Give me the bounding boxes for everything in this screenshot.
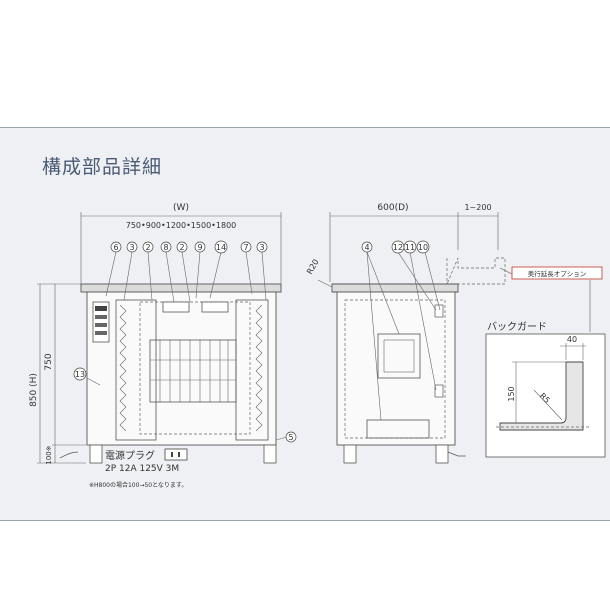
callout-13: 13 [75, 370, 85, 379]
radius-leader [317, 279, 333, 288]
side-left-foot [343, 444, 357, 464]
right-gasket [255, 304, 263, 432]
front-right-foot [263, 444, 277, 464]
plug-spec: 2P 12A 125V 3M [105, 464, 179, 474]
extension-label: 1~200 [464, 203, 491, 212]
left-door-frame [115, 299, 157, 441]
side-cabinet-body [336, 291, 456, 446]
front-cabinet-body [86, 291, 277, 446]
side-callouts: 4 12 11 10 [361, 240, 441, 421]
back-guard-box [485, 333, 606, 458]
dim-150: 150 [507, 386, 516, 401]
width-label: (W) [173, 203, 189, 213]
option-label-box [511, 266, 603, 280]
option-leader [499, 267, 513, 275]
left-handle [162, 301, 190, 313]
callout-5: 5 [288, 433, 293, 442]
inner-cavity [139, 301, 251, 435]
left-gasket [119, 304, 127, 432]
control-button-row [95, 323, 107, 327]
side-fitting-mid [434, 384, 444, 398]
front-left-foot [89, 444, 103, 464]
option-profile [446, 257, 506, 285]
callout-7: 7 [243, 243, 248, 252]
rack-wires [150, 340, 236, 402]
plug-prong [178, 452, 180, 457]
radius-label: R20 [305, 258, 321, 276]
side-bottom-tray [366, 419, 430, 439]
callout-2: 2 [145, 243, 150, 252]
callout-11: 11 [405, 243, 415, 252]
callout-14: 14 [216, 243, 226, 252]
callout-3: 3 [129, 243, 134, 252]
control-display [95, 306, 107, 311]
height-750-label: 750 [44, 353, 54, 370]
back-guard-label: バックガード [487, 321, 547, 333]
footnote: ※H800の場合100→50となります。 [89, 481, 187, 489]
control-button-row [95, 315, 107, 319]
wire-rack [149, 339, 237, 403]
side-right-foot [435, 444, 449, 464]
plug-cord [59, 451, 79, 459]
callout-10: 10 [418, 243, 428, 252]
radius-r5-leader [533, 389, 563, 421]
side-plug-cord [447, 451, 466, 457]
back-guard-profile [499, 361, 584, 431]
side-top-plate [331, 283, 459, 293]
front-view: (W) 750•900•1200•1500•1800 [29, 203, 297, 489]
side-compartment-inner [383, 339, 415, 373]
height-label: 850 (H) [29, 373, 39, 407]
width-values: 750•900•1200•1500•1800 [126, 221, 237, 230]
option-label: 奥行延長オプション [528, 269, 587, 278]
back-guard-detail: バックガード 40 150 R5 [485, 280, 606, 458]
right-handle [201, 301, 229, 313]
callout-2b: 2 [179, 243, 184, 252]
callout-4: 4 [364, 243, 369, 252]
dim-40: 40 [567, 335, 577, 344]
plug-icon [164, 448, 188, 461]
plug-label: 電源プラグ [105, 449, 155, 462]
front-callouts: 6 3 2 8 2 9 14 7 3 13 5 [73, 240, 297, 443]
callout-6: 6 [113, 243, 118, 252]
plug-prong [171, 452, 173, 457]
page-title: 構成部品詳細 [42, 156, 163, 178]
depth-label: 600(D) [377, 203, 408, 213]
callout-9: 9 [197, 243, 202, 252]
side-view: 600(D) 1~200 R20 奥行延長オプション 4 12 [305, 203, 603, 464]
callout-8: 8 [163, 243, 168, 252]
height-100-label: 100※ [45, 445, 53, 464]
callout-12: 12 [393, 243, 403, 252]
control-button-row [95, 331, 107, 335]
callout-3b: 3 [259, 243, 264, 252]
